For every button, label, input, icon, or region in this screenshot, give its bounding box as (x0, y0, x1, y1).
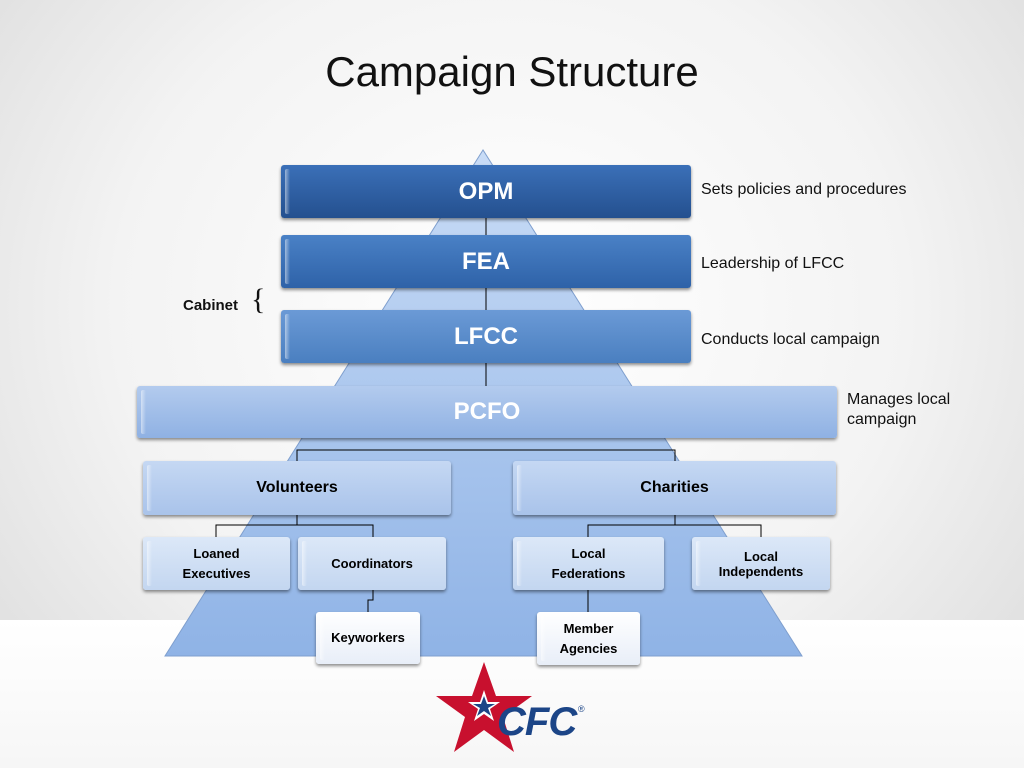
local-independents-line-1: Local (744, 548, 778, 564)
opm-label: OPM (458, 177, 514, 205)
charities-box: Charities (513, 461, 836, 515)
loaned-executives-line-2: Executives (182, 565, 251, 581)
local-federations-line-1: Local (571, 545, 606, 561)
registered-mark: ® (578, 704, 585, 714)
local-independents-line-2: Independents (718, 563, 804, 579)
pcfo-note: Manages local campaign (847, 390, 950, 430)
lfcc-label: LFCC (454, 322, 518, 350)
opm-note: Sets policies and procedures (701, 181, 907, 198)
cfc-star-icon (436, 662, 532, 752)
loaned-executives-box: Loaned Executives (143, 537, 290, 590)
local-independents-box: Local Independents (692, 537, 830, 590)
member-agencies-line-2: Agencies (559, 640, 618, 656)
keyworkers-box: Keyworkers (316, 612, 420, 664)
loaned-executives-line-1: Loaned (193, 545, 240, 561)
fea-label: FEA (462, 247, 510, 275)
member-agencies-box: Member Agencies (537, 612, 640, 665)
member-agencies-line-1: Member (563, 620, 614, 636)
coordinators-box: Coordinators (298, 537, 446, 590)
opm-box: OPM (281, 165, 691, 218)
volunteers-box: Volunteers (143, 461, 451, 515)
connector-lines (215, 218, 762, 612)
volunteers-label: Volunteers (256, 479, 338, 496)
fea-box: FEA (281, 235, 691, 288)
local-federations-box: Local Federations (513, 537, 664, 590)
page-title: Campaign Structure (325, 48, 699, 95)
keyworkers-label: Keyworkers (331, 630, 405, 645)
pcfo-label: PCFO (453, 398, 521, 425)
pcfo-note-line-2: campaign (847, 411, 917, 428)
coordinators-label: Coordinators (331, 555, 413, 571)
local-federations-line-2: Federations (551, 565, 626, 581)
cabinet-label: Cabinet (183, 297, 239, 314)
lfcc-note: Conducts local campaign (701, 331, 880, 348)
lfcc-box: LFCC (281, 310, 691, 363)
pcfo-note-line-1: Manages local (847, 391, 951, 408)
fea-note: Leadership of LFCC (701, 255, 845, 272)
cfc-logo-text: CFC (497, 700, 577, 744)
pcfo-box: PCFO (137, 386, 837, 438)
charities-label: Charities (640, 479, 709, 496)
cabinet-brace: { (251, 283, 266, 316)
